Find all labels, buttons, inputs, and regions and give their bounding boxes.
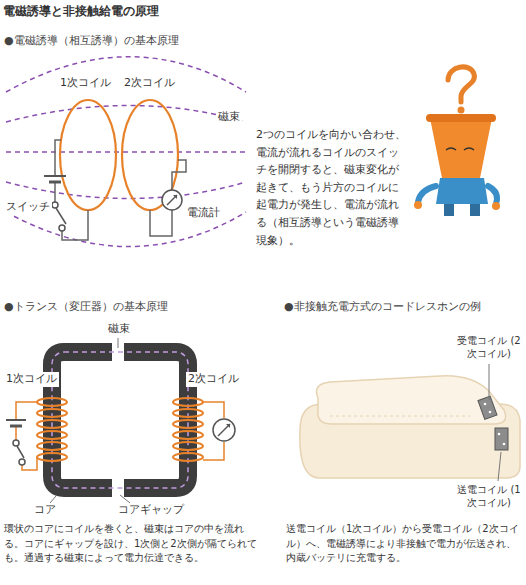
- handset-seam: [330, 416, 470, 417]
- section-heading: ●トランス（変圧器）の基本原理: [4, 300, 168, 315]
- coil-label: 2次コイル: [186, 372, 241, 387]
- part-label: コアギャップ: [118, 503, 184, 518]
- coil-label: 2次コイル: [122, 76, 177, 91]
- description-text: 環状のコアにコイルを巻くと、磁束はコアの中を流れる。コアにギャップを設け、1次側…: [4, 522, 262, 566]
- ammeter-symbol: [162, 190, 182, 210]
- transformer-wires: [16, 402, 224, 470]
- transformer-core: [52, 352, 188, 488]
- coil-label: 1次コイル: [4, 372, 59, 387]
- flux-lines: [6, 57, 246, 247]
- receiving-coil: [478, 396, 497, 419]
- leader-lines: [489, 364, 501, 481]
- switch-symbol: [52, 202, 66, 231]
- coil-label: 受電コイル (2次コイル): [456, 334, 522, 360]
- section-heading: ●非接触充電方式のコードレスホンの例: [284, 300, 481, 315]
- phone-handset: [317, 376, 506, 424]
- section-heading: ●電磁誘導（相互誘導）の基本原理: [4, 34, 179, 49]
- switch-label: スイッチ: [4, 200, 52, 215]
- battery-symbol: [44, 176, 66, 182]
- meter-label: 電流計: [185, 206, 222, 221]
- mascot-character: [414, 67, 500, 216]
- core-flux-line: [52, 352, 188, 488]
- coil-label: 送電コイル (1次コイル): [456, 483, 522, 509]
- leader-lines: [50, 338, 130, 503]
- primary-coil: [60, 100, 116, 210]
- sending-coil: [495, 428, 508, 450]
- part-label: コア: [34, 503, 56, 518]
- transformer-windings: [37, 398, 203, 461]
- description-text: 2つのコイルを向かい合わせ、電流が流れるコイルのスイッチを開閉すると、磁束変化が…: [256, 126, 406, 249]
- ammeter-symbol: [213, 419, 235, 441]
- flux-label: 磁束: [106, 322, 132, 337]
- battery-symbol: [6, 420, 26, 426]
- page-title: 電磁誘導と非接触給電の原理: [3, 3, 159, 19]
- description-text: 送電コイル（1次コイル）から受電コイル（2次コイル）へ、電磁誘導により非接触で電…: [286, 522, 522, 566]
- flux-label: 磁束: [216, 110, 242, 125]
- circuit-wires: [55, 140, 186, 240]
- coil-label: 1次コイル: [58, 76, 113, 91]
- switch-symbol: [13, 440, 25, 465]
